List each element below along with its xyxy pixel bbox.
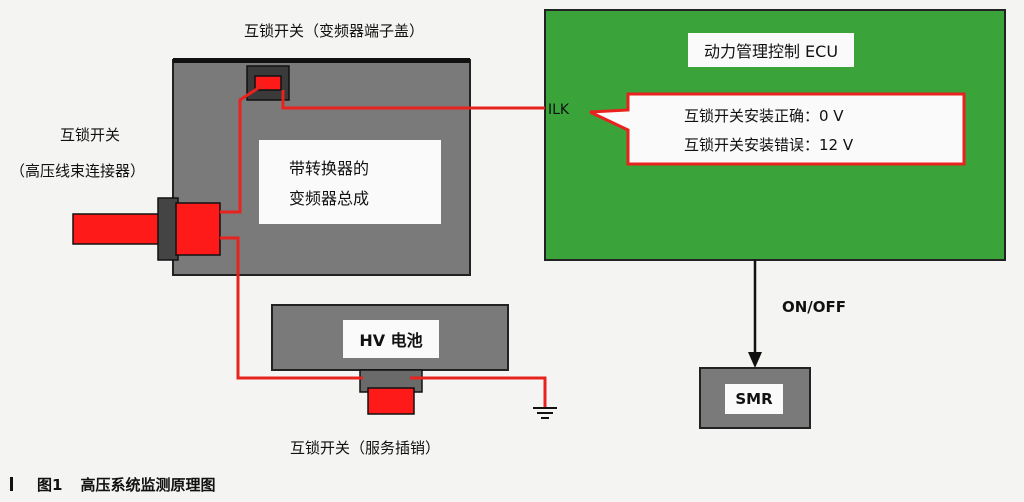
ecu-title: 动力管理控制 ECU (688, 33, 854, 67)
ilk-label: ILK (548, 102, 570, 118)
on-off-label: ON/OFF (782, 298, 847, 316)
ground-icon (533, 407, 557, 419)
terminal-cover-interlock-label: 互锁开关（变频器端子盖） (244, 22, 425, 40)
caption-text: 高压系统监测原理图 (80, 476, 216, 494)
caption-bar (10, 477, 13, 491)
status-callout (589, 92, 966, 166)
interlock-wiring (220, 83, 547, 408)
service-plug-red (367, 387, 415, 415)
smr-label: SMR (725, 384, 783, 414)
harness-connector-plug (72, 213, 164, 245)
inverter-label-line2: 变频器总成 (289, 189, 370, 208)
harness-interlock-label-1: 互锁开关 (60, 126, 121, 144)
harness-connector-flange (157, 197, 179, 261)
harness-interlock-label-2: （高压线束连接器） (10, 162, 146, 180)
status-wrong: 互锁开关安装错误：12 V (684, 136, 854, 154)
on-off-arrow-head (748, 352, 762, 368)
figure-caption: 图1 高压系统监测原理图 (10, 474, 215, 495)
status-correct: 互锁开关安装正确：0 V (684, 107, 844, 125)
caption-number: 图1 (37, 476, 63, 494)
inverter-top-edge (173, 58, 470, 63)
inverter-label-line1: 带转换器的 (289, 159, 370, 178)
service-plug-interlock-label: 互锁开关（服务插销） (290, 439, 441, 457)
ecu-status-text: 互锁开关安装正确：0 V 互锁开关安装错误：12 V (628, 94, 964, 164)
hv-battery-label: HV 电池 (343, 320, 439, 358)
harness-connector-body (175, 202, 221, 256)
inverter-label: 带转换器的 变频器总成 (259, 140, 441, 224)
